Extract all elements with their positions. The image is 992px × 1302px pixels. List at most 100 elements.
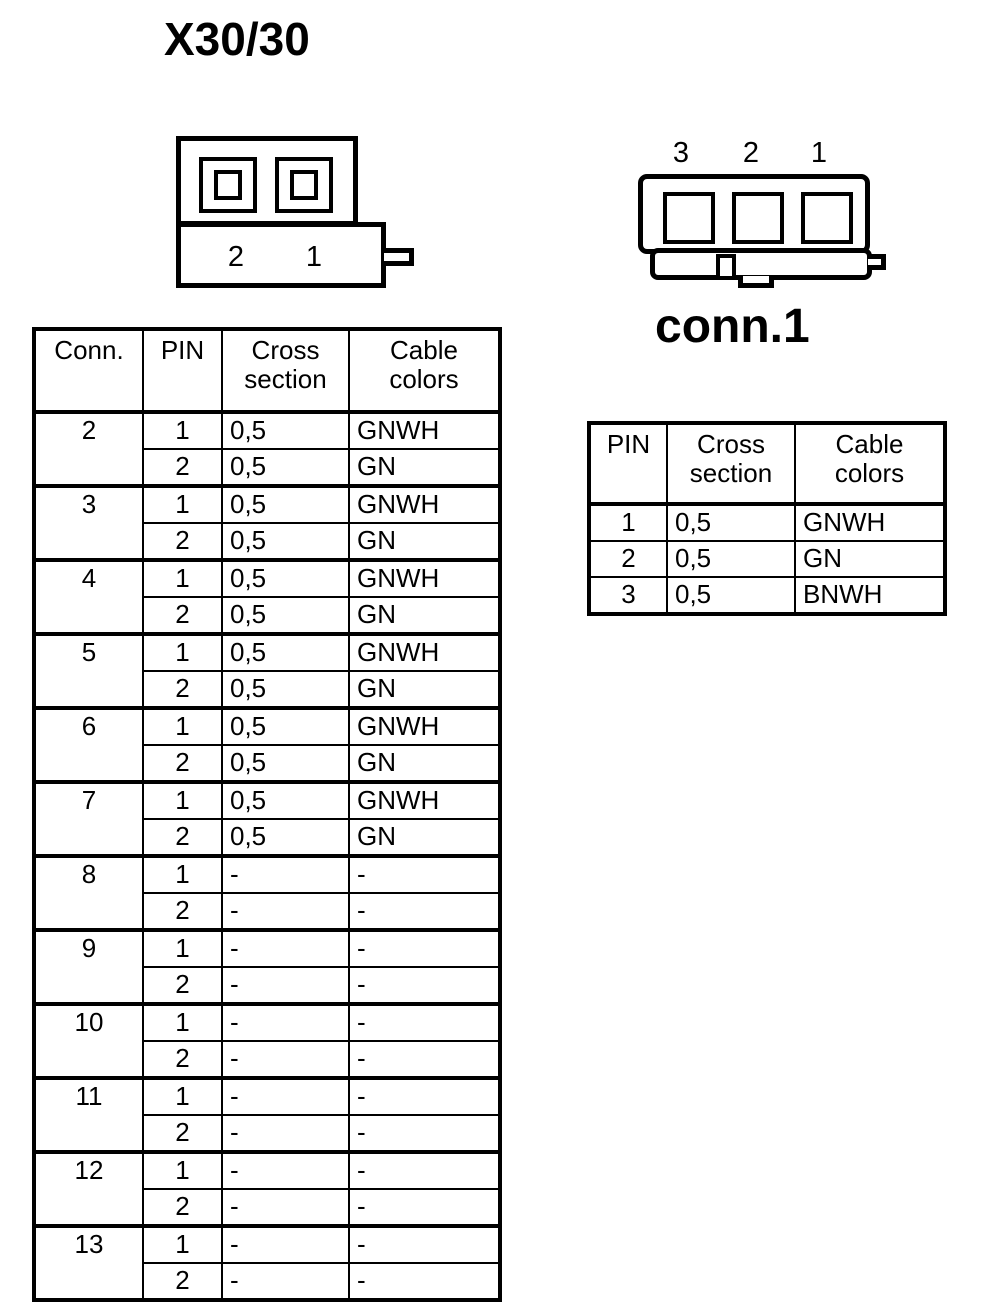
right-connector-side-tab-icon: [868, 254, 886, 270]
column-header-cross-line2: section: [689, 458, 773, 489]
left-connector-base: 2 1: [176, 222, 386, 288]
cell-pin: 2: [142, 596, 223, 636]
cell-cable-color: GN: [794, 540, 946, 578]
cell-cable-color: -: [348, 1224, 501, 1264]
cell-conn-4: 4: [33, 558, 144, 636]
column-header-cross-line2: section: [244, 364, 327, 395]
table-header-row: Conn. PIN Cross section Cable colors: [33, 328, 501, 413]
cell-cross-section: -: [221, 1114, 350, 1154]
cell-pin: 1: [142, 928, 223, 968]
cell-pin: 1: [142, 484, 223, 524]
cell-cross-section: 0,5: [221, 558, 350, 598]
column-header-color-line1: Cable: [390, 335, 458, 365]
page-title: X30/30: [164, 13, 310, 65]
cell-cable-color: -: [348, 1114, 501, 1154]
cell-cross-section: -: [221, 854, 350, 894]
column-header-pin: PIN: [142, 328, 223, 413]
cell-pin: 1: [142, 1076, 223, 1116]
cell-conn-3: 3: [33, 484, 144, 562]
table-row: 2--: [34, 1040, 501, 1080]
cell-conn-8: 8: [33, 854, 144, 932]
cell-cable-color: -: [348, 1040, 501, 1080]
cell-pin: 2: [142, 966, 223, 1006]
cell-cross-section: 0,5: [221, 596, 350, 636]
table-header-row: PIN Cross section Cable colors: [588, 422, 946, 505]
conn1-caption: conn.1: [655, 300, 810, 353]
cell-cross-section: -: [221, 892, 350, 932]
column-header-cross-section: Cross section: [666, 422, 796, 505]
cell-conn-2: 2: [33, 410, 144, 488]
cell-cable-color: -: [348, 1188, 501, 1228]
cell-pin: 2: [142, 744, 223, 784]
cell-cross-section: -: [221, 1076, 350, 1116]
cell-conn-9: 9: [33, 928, 144, 1006]
left-connector-terminal-1-inner: [290, 170, 318, 200]
right-connector-notch-icon: [716, 254, 736, 276]
left-connector-latch-tab-icon: [384, 248, 414, 266]
cell-cross-section: 0,5: [666, 502, 796, 542]
cell-cross-section: 0,5: [221, 780, 350, 820]
cell-pin: 2: [142, 892, 223, 932]
cell-pin: 2: [142, 522, 223, 562]
column-header-color-line2: colors: [389, 364, 459, 395]
cell-cable-color: -: [348, 1002, 501, 1042]
cell-pin: 1: [142, 780, 223, 820]
right-connector-pin-label-1: 1: [810, 137, 828, 169]
table-row: 2--: [34, 1188, 501, 1228]
cell-conn-13: 13: [33, 1224, 144, 1302]
cell-pin: 2: [142, 1262, 223, 1302]
cell-cable-color: GNWH: [348, 558, 501, 598]
cell-cable-color: -: [348, 892, 501, 932]
cell-conn-10: 10: [33, 1002, 144, 1080]
cell-cable-color: -: [348, 966, 501, 1006]
cell-cable-color: -: [348, 928, 501, 968]
cell-pin: 1: [142, 410, 223, 450]
cell-cable-color: GNWH: [348, 706, 501, 746]
cell-cable-color: -: [348, 854, 501, 894]
table-row: 2--: [34, 892, 501, 932]
right-connector-diagram: 3 2 1: [638, 136, 888, 296]
left-connector-housing: [176, 136, 358, 226]
cell-cross-section: -: [221, 928, 350, 968]
right-connector-pin-labels: 3 2 1: [638, 136, 870, 174]
cell-pin: 1: [142, 1150, 223, 1190]
cell-cross-section: 0,5: [666, 576, 796, 615]
cell-cross-section: -: [221, 1002, 350, 1042]
cell-cross-section: 0,5: [221, 744, 350, 784]
cell-cross-section: -: [221, 1040, 350, 1080]
cell-pin: 2: [142, 1188, 223, 1228]
cell-cable-color: GNWH: [794, 502, 946, 542]
cell-conn-7: 7: [33, 780, 144, 858]
cell-pin: 1: [142, 706, 223, 746]
left-connector-pin-label-1: 1: [305, 241, 323, 273]
cell-pin: 2: [142, 1114, 223, 1154]
cell-conn-12: 12: [33, 1150, 144, 1228]
column-header-cross-line1: Cross: [697, 429, 765, 459]
cell-pin: 1: [142, 1224, 223, 1264]
column-header-cross-line1: Cross: [251, 335, 320, 365]
column-header-cable-colors: Cable colors: [348, 328, 501, 413]
cell-cross-section: 0,5: [221, 818, 350, 858]
cell-cross-section: 0,5: [221, 522, 350, 562]
right-connector-terminal-2: [732, 192, 784, 244]
cell-cross-section: -: [221, 1150, 350, 1190]
cell-cable-color: GNWH: [348, 632, 501, 672]
cell-cable-color: GN: [348, 744, 501, 784]
cell-cable-color: GN: [348, 596, 501, 636]
cell-pin: 1: [142, 632, 223, 672]
left-connector-terminal-2-inner: [214, 170, 242, 200]
cell-cross-section: 0,5: [221, 632, 350, 672]
cell-conn-11: 11: [33, 1076, 144, 1154]
